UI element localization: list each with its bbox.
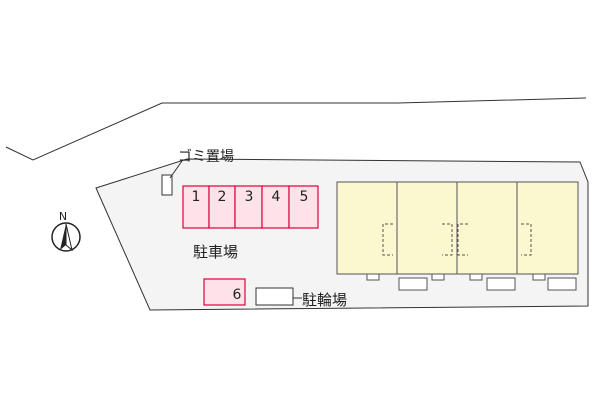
building-dashed-line <box>457 223 468 256</box>
building-unit-2 <box>396 181 458 275</box>
trash-area-label: ゴミ置場 <box>178 148 234 165</box>
parking-space-4 <box>261 185 290 229</box>
building-entrance-step <box>486 277 516 291</box>
building-dashed-line <box>521 223 532 256</box>
parking-row: 1 2 3 4 5 <box>182 185 319 229</box>
parking-space-2 <box>208 185 236 229</box>
building-entrance-step <box>431 273 445 281</box>
parking-space-number: 1 <box>192 189 201 205</box>
parking-space-5 <box>288 185 319 229</box>
building-dashed-line <box>442 223 453 256</box>
parking-space-6 <box>203 278 246 306</box>
parking-space-number: 2 <box>218 189 227 205</box>
bicycle-parking-box <box>255 287 294 306</box>
building-entrance-step <box>547 277 577 291</box>
parking-lot-label: 駐車場 <box>193 243 238 261</box>
building-unit-1 <box>336 181 398 275</box>
north-label: N <box>59 210 67 223</box>
building-entrance-step <box>532 273 546 281</box>
bicycle-parking-label: 駐輪場 <box>302 291 347 309</box>
trash-area-box <box>161 174 173 196</box>
parking-space-number: 5 <box>300 189 309 205</box>
building-entrance-step <box>469 273 483 281</box>
building-entrance-step <box>398 277 428 291</box>
road-boundary-line <box>5 97 587 161</box>
building-unit-3 <box>456 181 518 275</box>
building-entrance-step <box>366 273 380 281</box>
trash-area-leader-line <box>169 160 183 179</box>
parking-space-number: 6 <box>233 287 242 303</box>
parking-space-number: 4 <box>272 189 281 205</box>
apartment-buildings <box>336 181 579 291</box>
parking-space-number: 3 <box>245 189 254 205</box>
north-arrow-compass-icon: N <box>51 210 81 252</box>
building-unit-4 <box>516 181 579 275</box>
building-dashed-line <box>382 223 393 256</box>
